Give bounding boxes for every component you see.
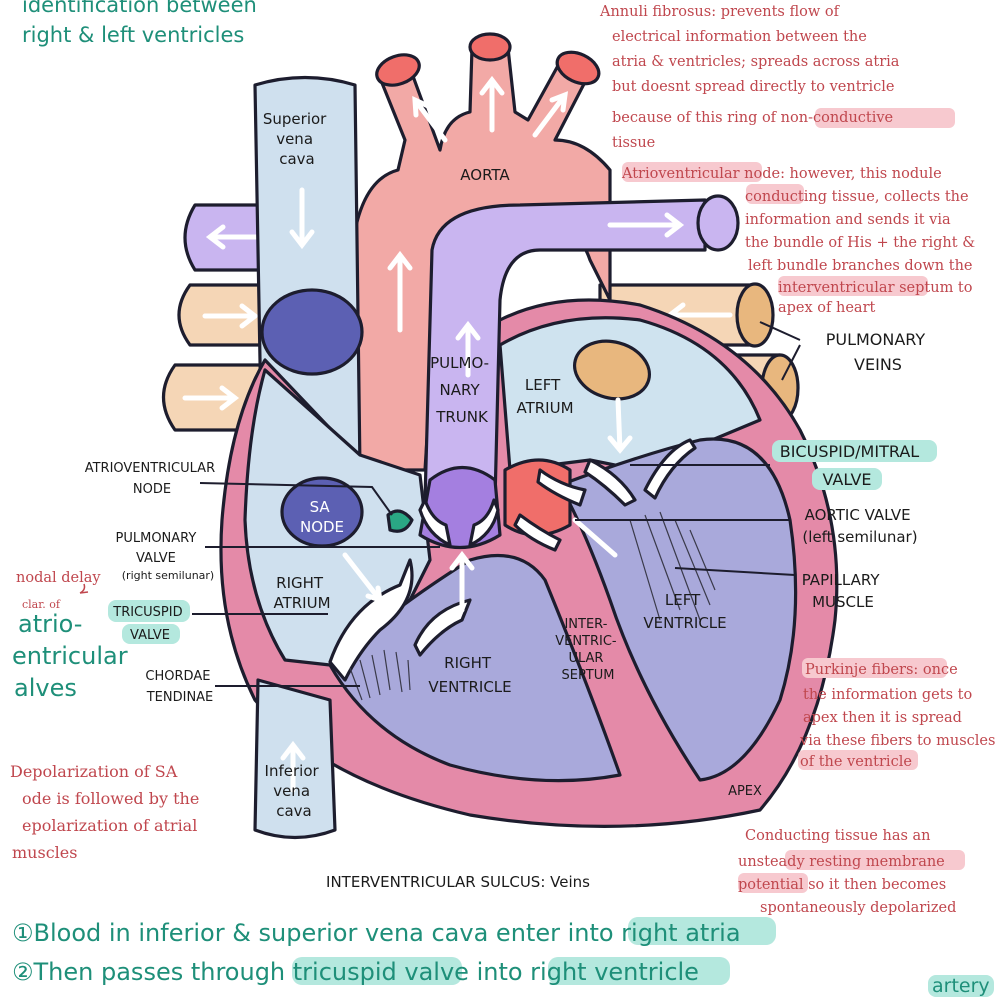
note-purkinje: Purkinje fibers: once the information ge… [799, 662, 1000, 770]
label-pulmonary-valve: PULMONARY VALVE (right semilunar) [116, 531, 215, 582]
note-atrioventricular-valves: atrio- entricular alves [12, 610, 135, 702]
note-annuli-fibrosus: Annuli fibrosus: prevents flow of electr… [599, 4, 904, 151]
note-top-left: identification between right & left vent… [22, 0, 264, 47]
note-nodal-delay: nodal delay [16, 570, 101, 586]
note-conducting-tissue: Conducting tissue has an unsteady restin… [738, 828, 956, 916]
label-aorta: AORTA [460, 166, 510, 184]
label-atrioventricular-node: ATRIOVENTRICULAR NODE [85, 461, 220, 497]
note-av-node: Atrioventricular node: however, this nod… [621, 166, 980, 316]
label-right-atrium: RIGHT ATRIUM [273, 574, 330, 612]
label-papillary-muscle: PAPILLARY MUSCLE [802, 571, 885, 611]
label-pulmonary-trunk: PULMO- NARY TRUNK [430, 354, 494, 426]
label-chordae-tendinae: CHORDAE TENDINAE [145, 669, 214, 705]
left-ventricle [558, 437, 798, 782]
tricuspid-valve [328, 558, 414, 682]
label-left-ventricle: LEFT VENTRICLE [643, 591, 726, 632]
label-superior-vena-cava: Superior vena cava [263, 110, 331, 168]
label-bicuspid-valve: BICUSPID/MITRAL VALVE [780, 442, 925, 489]
label-septum: INTER- VENTRIC- ULAR SEPTUM [555, 617, 621, 683]
note-depolarization: Depolarization of SA ode is followed by … [10, 762, 204, 862]
label-sa-node: SA NODE [300, 498, 344, 536]
superior-vena-cava [253, 75, 364, 472]
mitral-valve [583, 458, 637, 507]
right-ventricle [328, 553, 622, 783]
chordae-tendinae-lines [349, 511, 716, 701]
aortic-valve [503, 458, 618, 558]
note-artery: artery [932, 975, 990, 997]
inferior-vena-cava [253, 678, 337, 840]
note-clar: clar. of [22, 598, 61, 611]
label-left-atrium: LEFT ATRIUM [516, 376, 573, 417]
label-interventricular-sulcus: INTERVENTRICULAR SULCUS: Veins [326, 873, 590, 891]
av-node [386, 509, 414, 533]
label-pulmonary-veins: PULMONARY VEINS [826, 330, 931, 374]
note-steps: ①Blood in inferior & superior vena cava … [12, 919, 748, 986]
pulmonary-valve [418, 466, 502, 613]
label-apex: APEX [728, 784, 762, 799]
pulmonary-trunk [423, 194, 740, 502]
heart-body [219, 298, 839, 828]
label-aortic-valve: AORTIC VALVE (left semilunar) [802, 506, 917, 546]
label-inferior-vena-cava: Inferior vena cava [265, 762, 324, 820]
label-tricuspid-valve: TRICUSPID VALVE [112, 605, 186, 643]
label-right-ventricle: RIGHT VENTRICLE [428, 654, 511, 696]
